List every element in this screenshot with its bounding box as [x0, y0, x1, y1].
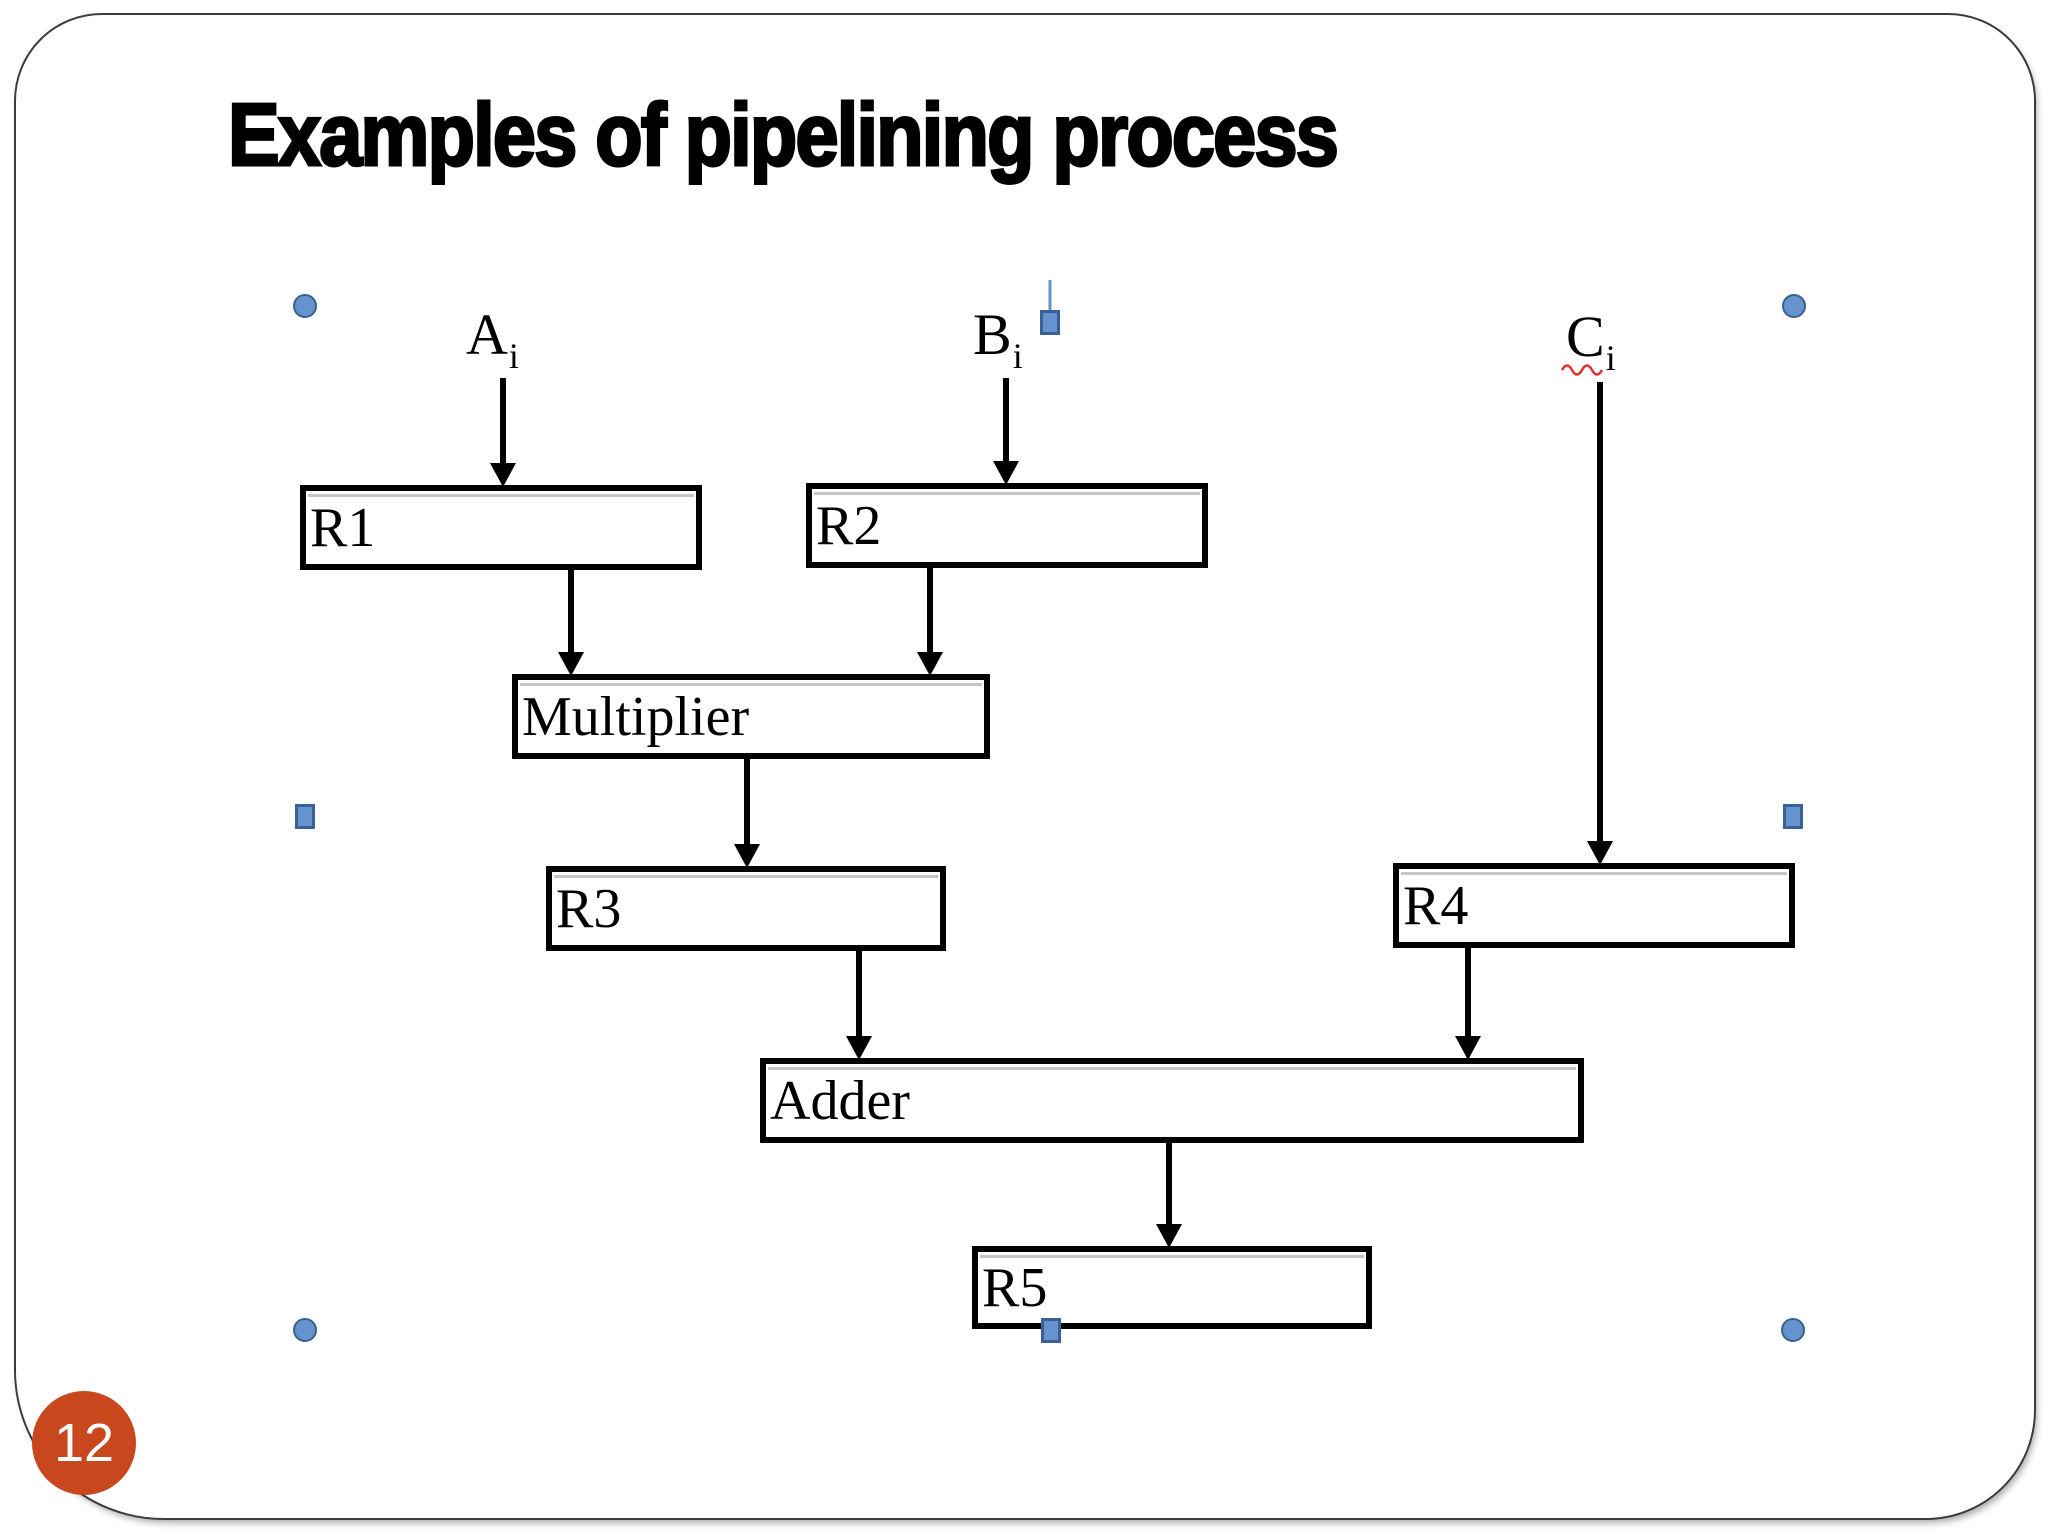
arrow-adder-to-r5	[1156, 1141, 1182, 1248]
selection-handle-bottom-right[interactable]	[1781, 1318, 1805, 1342]
input-label-ai-sub: i	[508, 336, 519, 376]
box-r5: R5	[972, 1246, 1372, 1329]
box-multiplier: Multiplier	[512, 674, 990, 759]
input-label-ci-sub: i	[1605, 338, 1616, 378]
box-adder-label: Adder	[770, 1069, 910, 1132]
box-r5-label: R5	[982, 1256, 1048, 1319]
selection-handle-top-center[interactable]	[1040, 310, 1060, 335]
box-r4-label: R4	[1403, 874, 1469, 937]
input-label-bi: Bi	[973, 306, 1023, 375]
arrow-r4-to-adder	[1455, 948, 1481, 1060]
input-label-ai-main: A	[466, 302, 508, 367]
selection-handle-middle-right[interactable]	[1783, 804, 1803, 829]
input-label-ci-main: C	[1566, 304, 1605, 369]
box-r1: R1	[300, 485, 702, 570]
selection-handle-middle-left[interactable]	[295, 804, 315, 829]
input-label-ci: Ci	[1566, 308, 1616, 377]
page-number-badge: 12	[32, 1391, 136, 1495]
selection-handle-bottom-center[interactable]	[1041, 1318, 1061, 1343]
arrow-ci-to-r4	[1587, 382, 1613, 865]
box-r1-label: R1	[310, 496, 376, 559]
box-multiplier-label: Multiplier	[522, 685, 750, 748]
input-label-bi-sub: i	[1012, 336, 1023, 376]
spellcheck-squiggle-icon	[1560, 364, 1604, 376]
box-r2: R2	[806, 483, 1208, 568]
input-label-bi-main: B	[973, 302, 1012, 367]
selection-handle-top-left[interactable]	[293, 294, 317, 318]
arrow-r2-to-multiplier	[917, 566, 943, 676]
box-r3-label: R3	[556, 877, 622, 940]
box-adder: Adder	[760, 1058, 1584, 1143]
arrow-r1-to-multiplier	[558, 568, 584, 676]
box-r3: R3	[546, 866, 946, 951]
arrow-r3-to-adder	[846, 949, 872, 1060]
selection-handle-top-right[interactable]	[1782, 294, 1806, 318]
arrow-ai-to-r1	[490, 378, 516, 487]
arrow-multiplier-to-r3	[734, 757, 760, 868]
input-label-ai: Ai	[466, 306, 519, 375]
arrow-bi-to-r2	[993, 378, 1019, 485]
box-r2-label: R2	[816, 494, 882, 557]
selection-handle-bottom-left[interactable]	[293, 1318, 317, 1342]
box-r4: R4	[1393, 863, 1795, 948]
page-title: Examples of pipelining process	[227, 84, 1341, 186]
